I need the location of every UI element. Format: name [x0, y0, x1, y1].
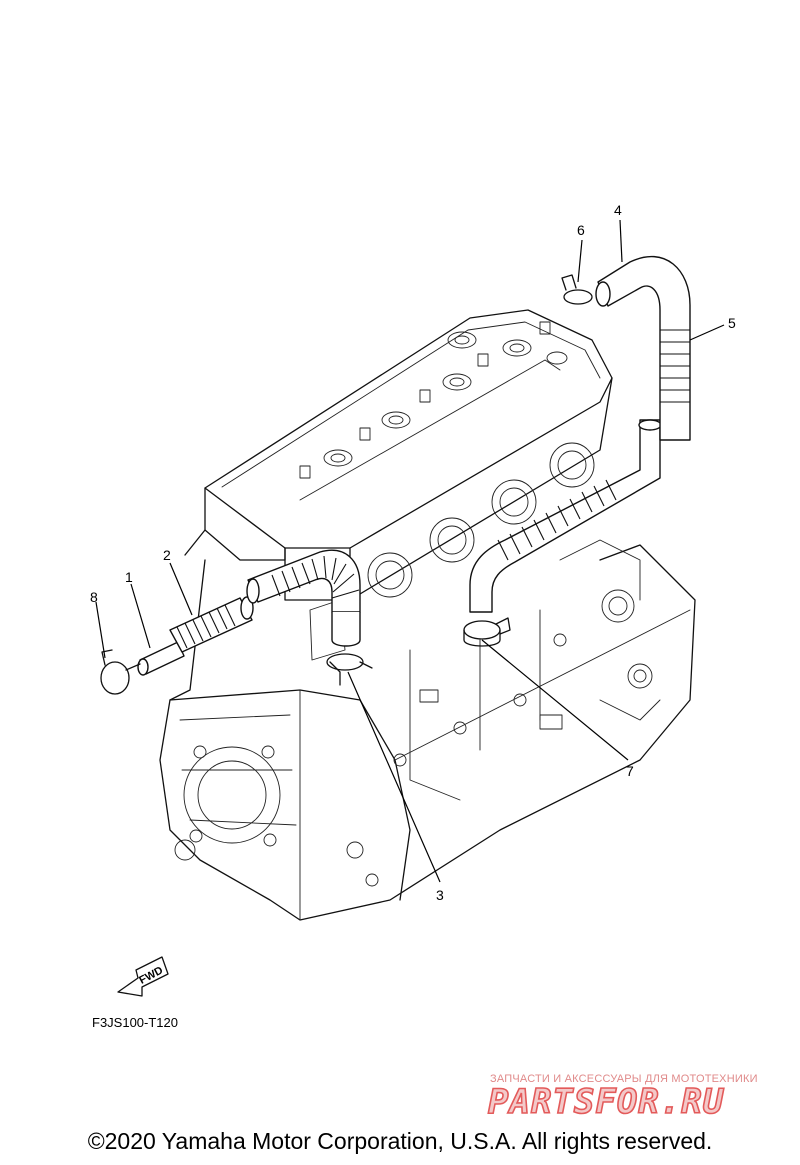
callout-6: 6 [577, 222, 585, 238]
elbow-hose [246, 549, 361, 647]
callout-1: 1 [125, 569, 133, 585]
part-8-clip [100, 649, 141, 695]
part-code: F3JS100-T120 [92, 1015, 178, 1030]
callout-5: 5 [728, 315, 736, 331]
fwd-arrow-icon: FWD [117, 956, 169, 997]
callout-3: 3 [436, 887, 444, 903]
watermark-tagline: ЗАПЧАСТИ И АКСЕССУАРЫ ДЛЯ МОТОТЕХНИКИ [490, 1073, 758, 1085]
copyright-notice: ©2020 Yamaha Motor Corporation, U.S.A. A… [87, 1128, 713, 1154]
part-4-hose [595, 256, 691, 441]
part-5-hose [469, 419, 662, 613]
callout-4: 4 [614, 202, 622, 218]
leader-lines [95, 219, 725, 883]
part-3-clip [326, 653, 373, 686]
part-1-pipe [137, 641, 185, 676]
part-7-clamp [463, 617, 511, 647]
part-6-clamp [561, 274, 593, 305]
callout-2: 2 [163, 547, 171, 563]
watermark-brand: PARTSFOR.RU [488, 1082, 725, 1122]
callout-8: 8 [90, 589, 98, 605]
part-2-hose [169, 596, 254, 653]
callout-7: 7 [626, 763, 634, 779]
